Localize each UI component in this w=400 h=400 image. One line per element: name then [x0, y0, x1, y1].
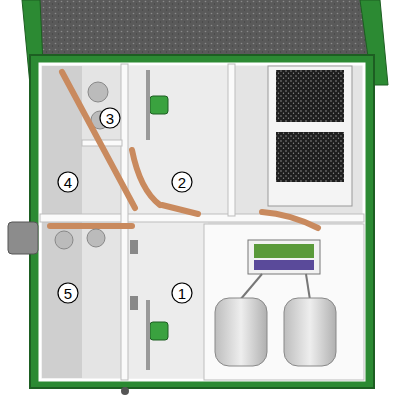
callout-number: 4 — [64, 174, 72, 191]
blower-unit — [248, 240, 320, 274]
airlift-pump — [148, 300, 168, 370]
chamber-floor — [128, 222, 208, 378]
callout-number: 5 — [64, 285, 72, 302]
tank-interior — [40, 64, 364, 380]
tank-lid — [30, 0, 375, 60]
pipe-fitting — [55, 231, 73, 249]
air-hose — [240, 274, 262, 300]
chamber-floor — [42, 222, 82, 378]
pipe-fitting — [87, 229, 105, 247]
callout-circle: 2 — [171, 171, 193, 193]
chamber-floor — [42, 66, 82, 216]
air-hose — [306, 274, 310, 300]
blower-label — [254, 244, 314, 258]
callout-number: 2 — [178, 174, 186, 191]
filter-media — [276, 132, 344, 182]
transfer-pipes — [50, 72, 318, 228]
chamber-floor — [128, 66, 228, 216]
drain-knob — [121, 387, 129, 395]
partition-walls — [40, 64, 364, 380]
pipe-fitting — [88, 82, 108, 102]
dosing-tank — [215, 298, 267, 366]
inlet-pipe — [8, 222, 38, 254]
callout-number: 1 — [178, 285, 186, 302]
callout-circle: 3 — [99, 107, 121, 129]
callout-circle: 5 — [57, 282, 79, 304]
callout-number: 3 — [106, 110, 114, 127]
fitting — [130, 296, 138, 310]
blower-label — [254, 260, 314, 270]
dosing-tank — [284, 298, 336, 366]
filter-media — [276, 70, 344, 122]
airlift-pump — [148, 70, 168, 140]
fitting — [130, 240, 138, 254]
callout-circle: 1 — [171, 282, 193, 304]
filter-frame — [268, 66, 352, 206]
tank-housing — [30, 55, 374, 388]
callout-circle: 4 — [57, 171, 79, 193]
